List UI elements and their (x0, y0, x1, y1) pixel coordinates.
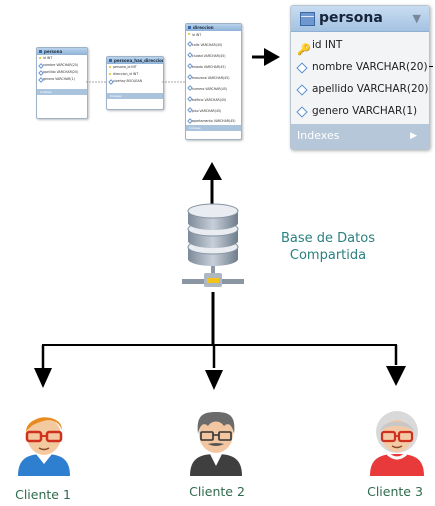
persona-table-footer: Indexes ▶ (291, 124, 429, 149)
column-row: nombre VARCHAR(20) (291, 56, 429, 78)
er-table-footer: Indexes (107, 93, 163, 99)
client-2-label: Cliente 2 (189, 484, 245, 499)
client-1-label: Cliente 1 (15, 487, 71, 502)
database-caption: Base de Datos Compartida (258, 230, 398, 264)
er-column: apartamento VARCHAR(45) (186, 117, 241, 125)
er-table-header: direccion (186, 24, 241, 31)
er-column: vivehay BOOLEAN (107, 78, 163, 85)
database-caption-line2: Compartida (289, 248, 367, 263)
column-row: 🔑 id INT (291, 34, 429, 56)
er-column: apellido VARCHAR(20) (37, 69, 87, 76)
column-label: nombre VARCHAR(20) (312, 61, 428, 73)
er-column: nombre VARCHAR(20) (37, 62, 87, 69)
column-label: genero VARCHAR(1) (312, 105, 418, 117)
er-column: id INT (37, 55, 87, 62)
er-column: piso VARCHAR(45) (186, 106, 241, 117)
key-icon: 🔑 (297, 43, 311, 56)
persona-table-header: persona ▼ (291, 6, 429, 32)
er-column: id INT (186, 31, 241, 40)
client-3-label: Cliente 3 (367, 484, 423, 499)
chevron-down-icon: ▼ (412, 12, 421, 25)
persona-table-title: persona (319, 10, 383, 26)
er-table-persona: persona ▼ 🔑 id INT nombre VARCHAR(20) ap… (290, 5, 430, 150)
er-column: direccion_id INT (107, 71, 163, 78)
er-column: calle VARCHAR(45) (186, 40, 241, 51)
er-table-footer: Indexes (186, 124, 241, 131)
er-column: estado VARCHAR(45) (186, 62, 241, 73)
table-icon (300, 12, 315, 26)
er-column: genero VARCHAR(1) (37, 76, 87, 83)
er-table-direccion: direccion id INT calle VARCHAR(45) ciuda… (185, 23, 242, 140)
client-1-avatar (18, 417, 70, 476)
database-icon (182, 203, 244, 287)
column-row: genero VARCHAR(1) (291, 100, 429, 122)
er-column: ciudad VARCHAR(45) (186, 51, 241, 62)
er-table-persona-small: persona id INT nombre VARCHAR(20) apelli… (36, 47, 88, 119)
indexes-label: Indexes (297, 129, 340, 142)
column-label: apellido VARCHAR(20) (312, 83, 429, 95)
er-column: persona_id INT (107, 64, 163, 71)
er-table-footer: Indexes (37, 89, 87, 95)
client-2-avatar (190, 412, 242, 476)
column-row: apellido VARCHAR(20) (291, 78, 429, 100)
er-table-header: persona (37, 48, 87, 55)
persona-table-edge (429, 66, 433, 67)
er-table-header: persona_has_direccion (107, 57, 163, 64)
play-icon: ▶ (410, 131, 417, 141)
database-caption-line1: Base de Datos (281, 231, 375, 246)
er-column: manzana VARCHAR(45) (186, 73, 241, 84)
er-column: edificio VARCHAR(45) (186, 95, 241, 106)
column-label: id INT (312, 39, 343, 51)
er-column: numero VARCHAR(45) (186, 84, 241, 95)
er-table-persona-has-direccion: persona_has_direccion persona_id INT dir… (106, 56, 164, 110)
client-3-avatar (370, 411, 424, 476)
